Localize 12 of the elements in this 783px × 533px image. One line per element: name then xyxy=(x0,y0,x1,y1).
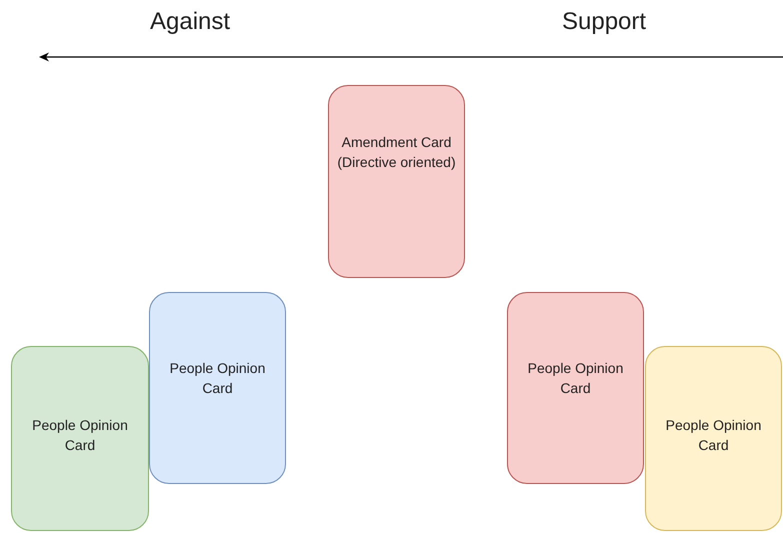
card-label: People Opinion Card xyxy=(31,416,129,454)
axis-label: Support xyxy=(562,8,646,36)
card-label: Amendment Card (Directive oriented) xyxy=(337,132,456,172)
card-box xyxy=(149,292,286,484)
card-box xyxy=(11,346,149,531)
card-box xyxy=(328,85,465,278)
card-box xyxy=(507,292,644,484)
card-box xyxy=(645,346,782,531)
card-label: People Opinion Card xyxy=(526,359,624,398)
axis-label: Against xyxy=(150,8,230,36)
card-label: People Opinion Card xyxy=(168,359,266,398)
card-label: People Opinion Card xyxy=(664,416,762,454)
